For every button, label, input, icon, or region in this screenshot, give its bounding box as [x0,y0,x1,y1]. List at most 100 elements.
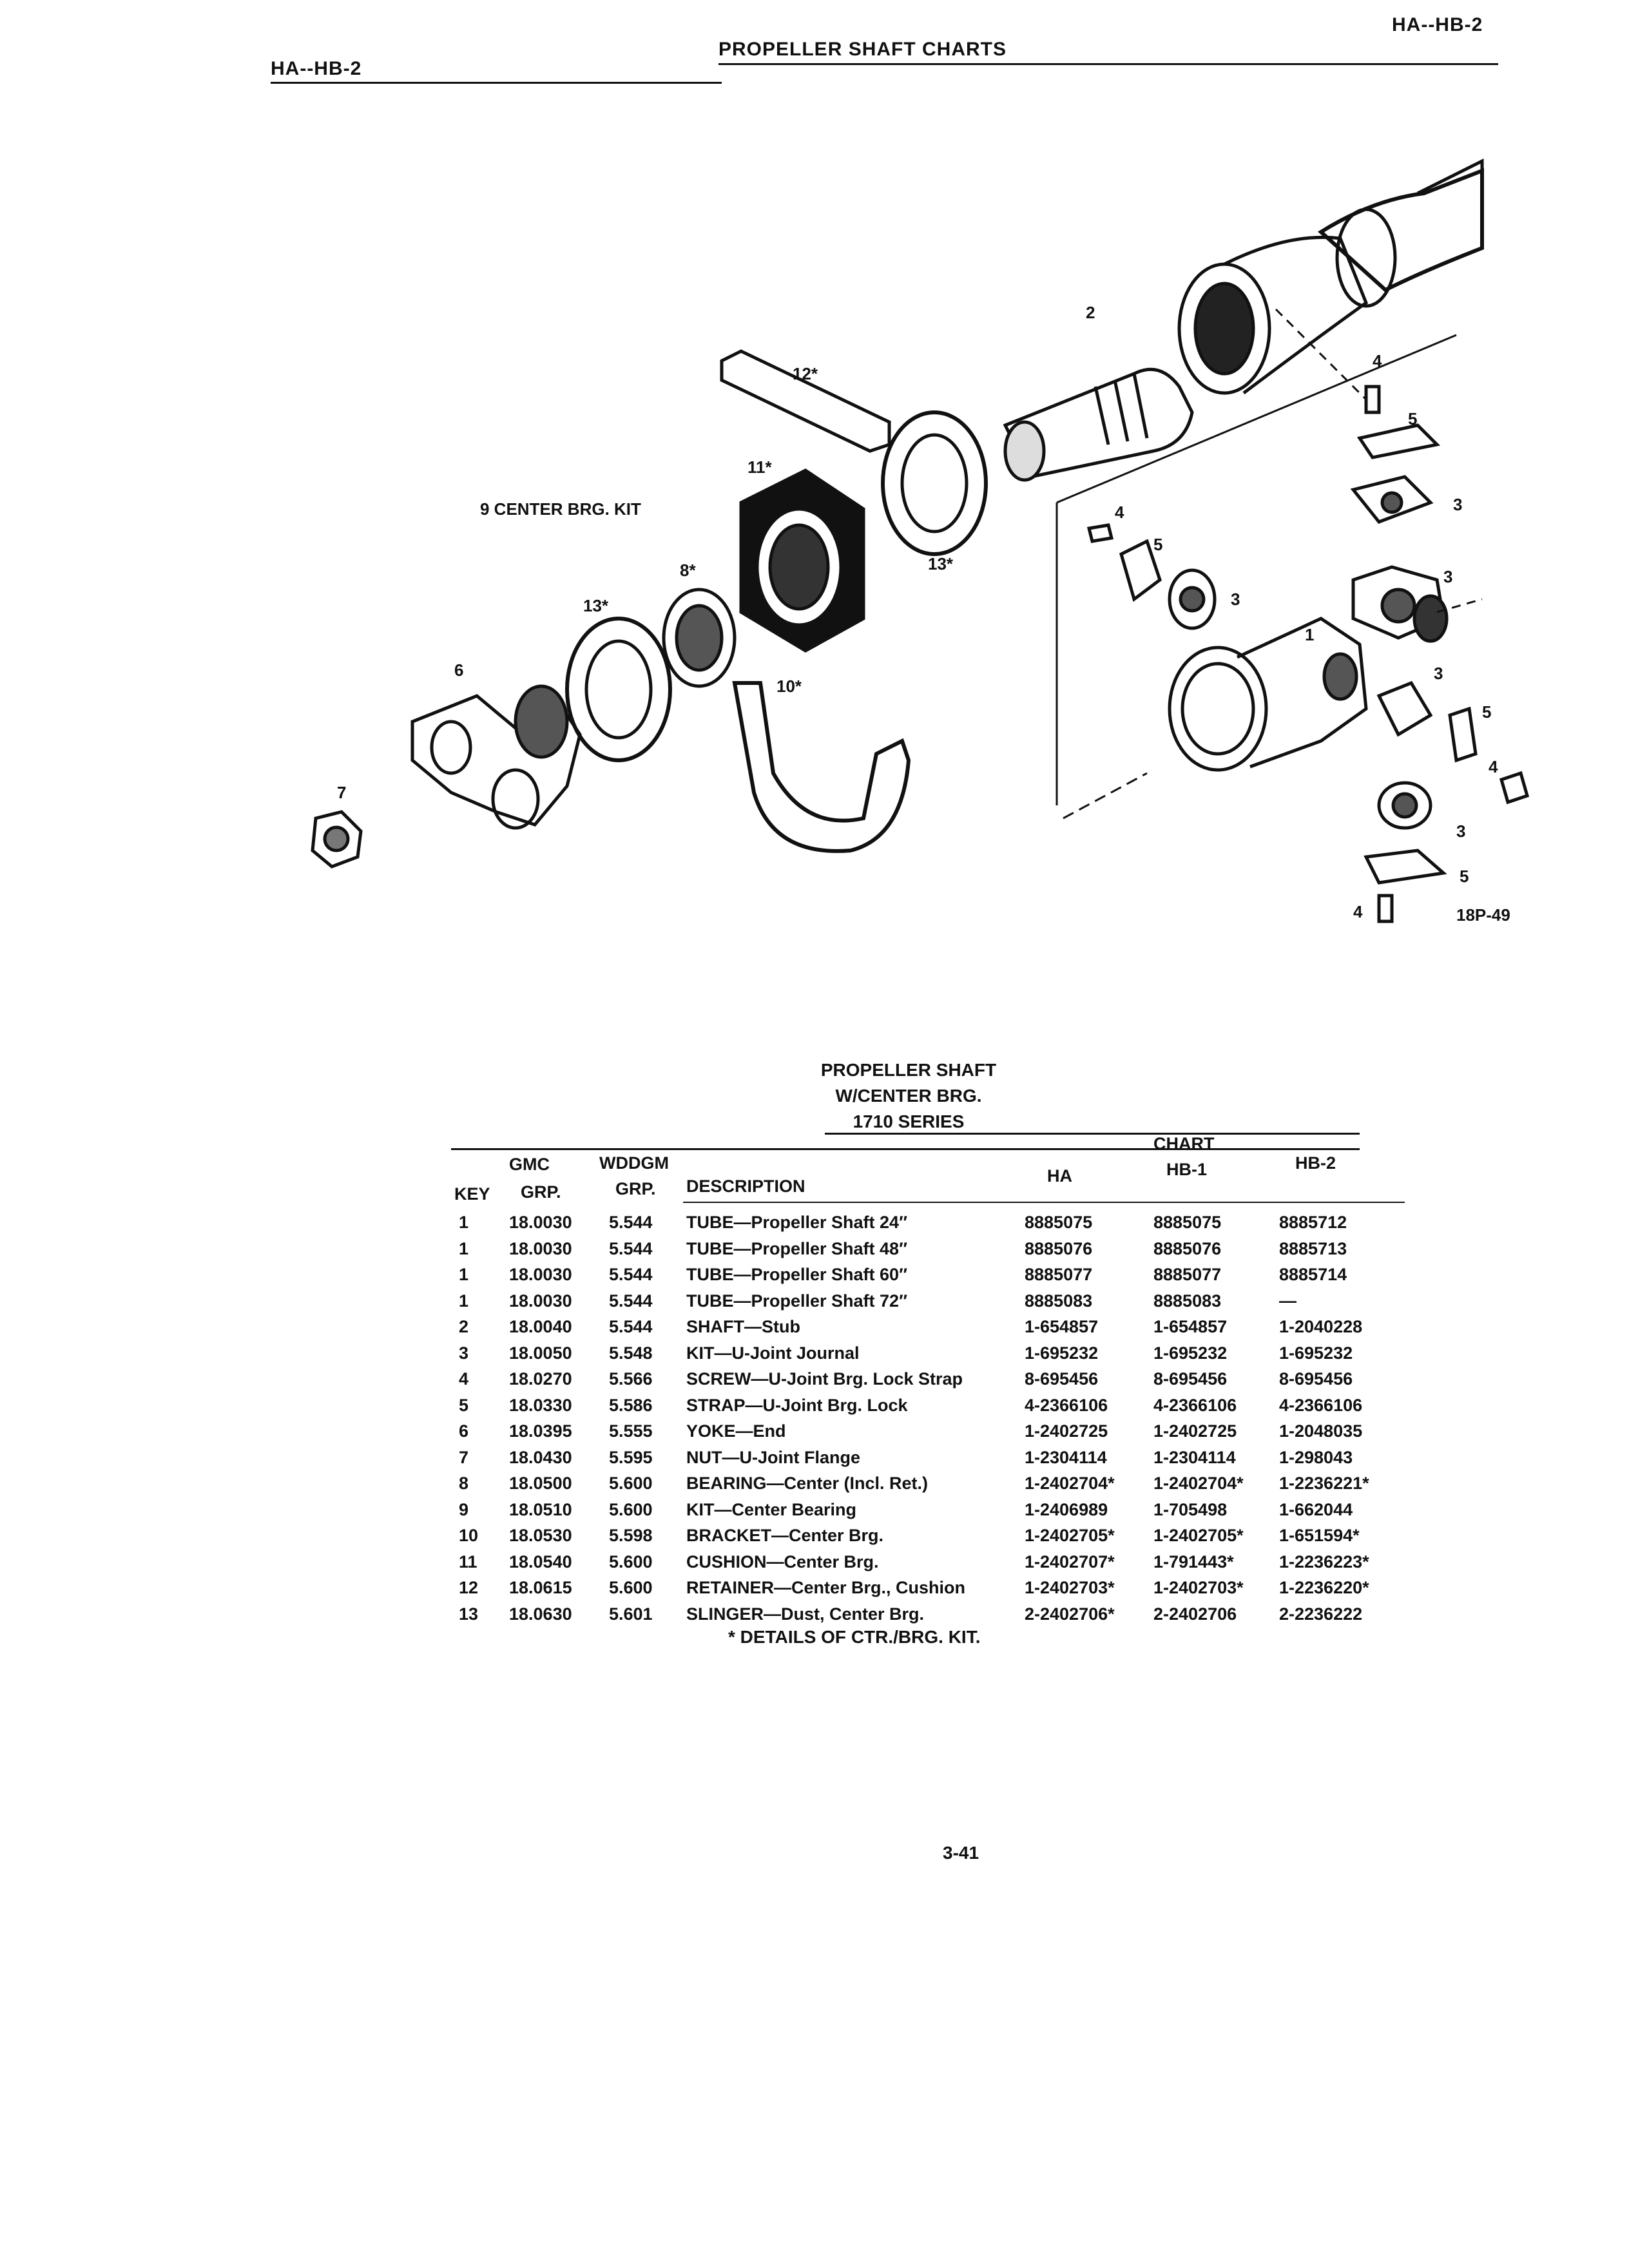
cell-key: 9 [459,1499,469,1519]
exploded-parts-diagram [311,158,1530,923]
cell-ha: 1-2402725 [1025,1421,1108,1441]
cell-wddgm-grp: 5.555 [609,1421,653,1441]
cell-hb1: 8885077 [1153,1265,1222,1284]
header-rule-right [718,63,1498,65]
cell-key: 6 [459,1421,469,1441]
cell-gmc-grp: 18.0395 [509,1421,572,1441]
cell-description: KIT—U-Joint Journal [686,1343,860,1363]
cell-description: SLINGER—Dust, Center Brg. [686,1604,925,1624]
slinger-13-right [881,410,988,556]
header-rule-left [271,82,722,84]
page-title: PROPELLER SHAFT CHARTS [718,39,1007,60]
callout-1: 1 [1305,625,1315,644]
screw-4-bottom [1377,894,1394,923]
cell-gmc-grp: 18.0540 [509,1552,572,1571]
cell-description: STRAP—U-Joint Brg. Lock [686,1395,908,1415]
cell-wddgm-grp: 5.600 [609,1499,653,1519]
cell-wddgm-grp: 5.598 [609,1526,653,1545]
callout-3c: 3 [1231,590,1240,609]
cell-ha: 8-695456 [1025,1369,1099,1389]
cell-wddgm-grp: 5.600 [609,1552,653,1571]
cell-description: YOKE—End [686,1421,786,1441]
screw-4-top [1364,385,1381,414]
callout-3d: 3 [1434,664,1443,683]
yoke-end-6 [410,684,582,830]
cell-hb1: 1-654857 [1153,1317,1228,1336]
cell-gmc-grp: 18.0615 [509,1578,572,1597]
stub-shaft [1003,367,1194,482]
callout-6: 6 [454,660,464,680]
table-top-rule [451,1148,1360,1150]
header-description: DESCRIPTION [686,1177,805,1196]
header-hb1: HB-1 [1166,1160,1208,1179]
cell-wddgm-grp: 5.566 [609,1369,653,1389]
page-number: 3-41 [943,1843,979,1863]
cell-hb2: 1-298043 [1279,1447,1353,1467]
callout-4c: 4 [1489,757,1498,776]
cell-hb2: 1-662044 [1279,1499,1353,1519]
cell-ha: 1-2304114 [1025,1447,1107,1467]
cell-wddgm-grp: 5.600 [609,1474,653,1493]
table-footnote: * DETAILS OF CTR./BRG. KIT. [728,1627,981,1647]
cushion-11 [739,468,865,653]
cell-key: 10 [459,1526,479,1545]
cell-ha: 1-2402707* [1025,1552,1115,1571]
callout-5c: 5 [1482,702,1492,722]
cell-hb2: 8885712 [1279,1213,1347,1232]
callout-13-right: 13* [928,554,954,573]
cell-key: 1 [459,1291,469,1311]
cell-hb1: 8885075 [1153,1213,1222,1232]
figure-id: 18P-49 [1456,905,1510,925]
bracket-10 [732,681,911,853]
cell-ha: 8885076 [1025,1238,1093,1258]
cap-3-top [1350,475,1434,524]
callout-3e: 3 [1456,822,1466,841]
ujoint-journal [1351,565,1449,643]
cell-description: RETAINER—Center Brg., Cushion [686,1578,966,1597]
strap-5-left [1119,539,1162,602]
cell-ha: 1-2402705* [1025,1526,1115,1545]
cell-hb2: 8885713 [1279,1238,1347,1258]
cell-ha: 8885077 [1025,1265,1093,1284]
cell-hb2: 8-695456 [1279,1369,1353,1389]
cell-description: KIT—Center Bearing [686,1499,857,1519]
cell-gmc-grp: 18.0500 [509,1474,572,1493]
cell-ha: 1-654857 [1025,1317,1099,1336]
cell-ha: 1-2402703* [1025,1578,1115,1597]
cell-wddgm-grp: 5.544 [609,1265,653,1284]
callout-3a: 3 [1453,495,1463,514]
callout-12: 12* [793,364,818,383]
cell-key: 1 [459,1265,469,1284]
cell-hb2: 1-2040228 [1279,1317,1363,1336]
cap-3-left [1168,568,1217,630]
table-header-rule [683,1202,1405,1203]
cell-hb2: 8885714 [1279,1265,1347,1284]
cell-wddgm-grp: 5.548 [609,1343,653,1363]
cell-wddgm-grp: 5.586 [609,1395,653,1415]
callout-11: 11* [747,457,772,477]
cell-hb1: 1-2304114 [1153,1447,1236,1467]
nut-7 [311,810,363,869]
cell-key: 1 [459,1238,469,1258]
cell-key: 12 [459,1578,479,1597]
cell-gmc-grp: 18.0030 [509,1238,572,1258]
table-title-rule [825,1133,1360,1135]
cell-key: 2 [459,1317,469,1336]
cell-hb1: 1-2402704* [1153,1474,1244,1493]
cell-gmc-grp: 18.0040 [509,1317,572,1336]
cell-key: 4 [459,1369,469,1389]
cell-gmc-grp: 18.0050 [509,1343,572,1363]
cell-key: 8 [459,1474,469,1493]
table-title-line-2: W/CENTER BRG. [835,1086,982,1106]
header-ha: HA [1047,1166,1072,1186]
callout-4b: 4 [1115,503,1124,522]
cell-description: TUBE—Propeller Shaft 72″ [686,1291,908,1311]
yoke-1 [1168,617,1368,772]
cell-hb1: 1-695232 [1153,1343,1228,1363]
header-gmc-1: GMC [509,1155,550,1174]
cell-description: TUBE—Propeller Shaft 48″ [686,1238,908,1258]
cell-key: 5 [459,1395,469,1415]
cell-hb1: 1-2402705* [1153,1526,1244,1545]
table-title-line-3: 1710 SERIES [853,1111,965,1131]
bearing-8 [662,588,737,688]
